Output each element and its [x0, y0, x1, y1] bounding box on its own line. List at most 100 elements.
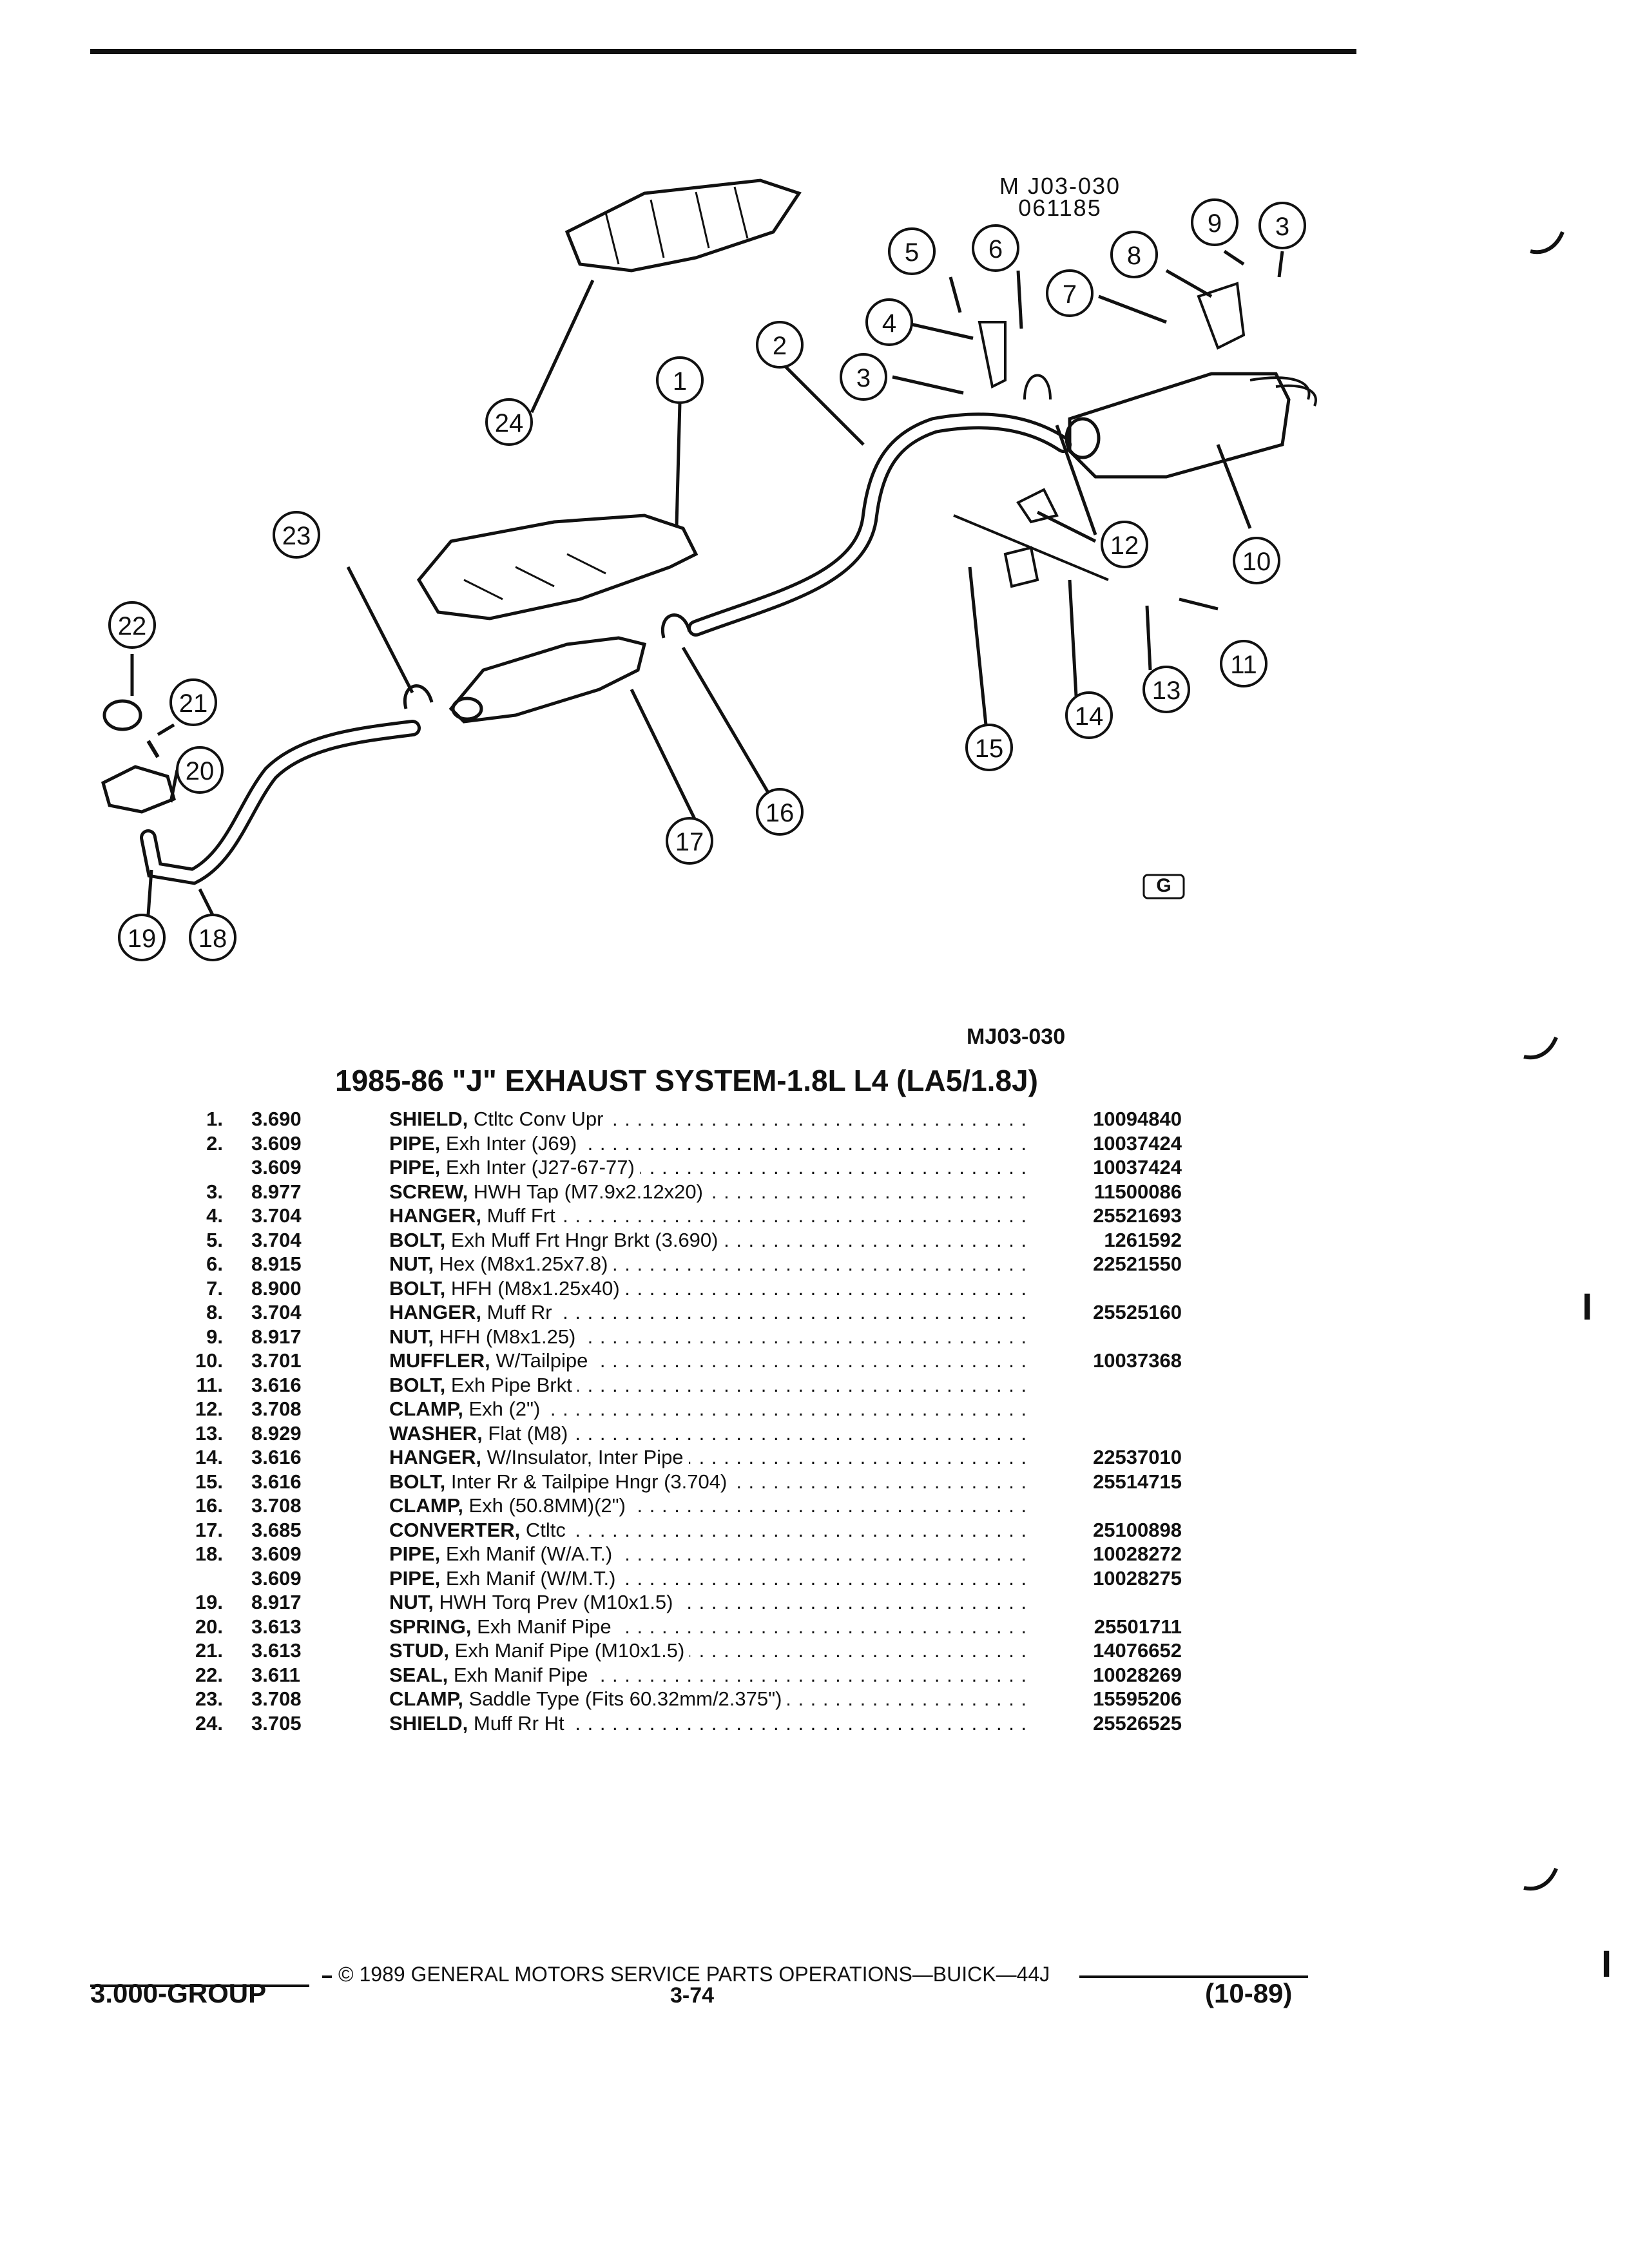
callout-5-label: 5	[905, 238, 919, 267]
part-description: HANGER, W/Insulator, Inter Pipe	[362, 1445, 1032, 1470]
callout-10	[1233, 537, 1280, 584]
callout-6	[972, 224, 1019, 272]
part-description: SPRING, Exh Manif Pipe	[362, 1615, 1032, 1639]
callout-17	[666, 817, 713, 865]
part-number: 10028272	[1093, 1542, 1182, 1565]
callout-24-label: 24	[495, 409, 524, 437]
part-detail: Inter Rr & Tailpipe Hngr (3.704)	[450, 1470, 728, 1493]
margin-mark-2: I	[1601, 1943, 1612, 1985]
muffler	[1068, 372, 1291, 479]
part-callout-number: 5.	[206, 1228, 223, 1251]
part-description: CLAMP, Exh (50.8MM)(2")	[362, 1494, 1032, 1518]
part-detail: Exh Inter (J27-67-77)	[445, 1156, 635, 1178]
part-detail: Exh Muff Frt Hngr Brkt (3.690)	[450, 1228, 718, 1251]
part-detail: Exh Manif (W/M.T.)	[445, 1566, 616, 1590]
part-number	[1032, 1590, 1182, 1615]
callout-7-label: 7	[1063, 280, 1077, 309]
part-name: CONVERTER,	[389, 1518, 521, 1541]
gm-logo-letter: G	[1156, 875, 1171, 896]
part-group-number: 3.616	[251, 1470, 302, 1493]
part-group-number: 3.690	[251, 1108, 302, 1130]
part-description: PIPE, Exh Inter (J27-67-77)	[362, 1155, 1032, 1180]
part-name: MUFFLER,	[389, 1349, 490, 1372]
part-detail: HWH Tap (M7.9x2.12x20)	[473, 1180, 703, 1203]
part-group-number: 3.609	[251, 1566, 302, 1590]
margin-mark-1: I	[1582, 1286, 1593, 1328]
part-name: CLAMP,	[389, 1687, 463, 1710]
part-group-number: 8.900	[251, 1276, 302, 1300]
callout-5	[888, 227, 936, 275]
part-group-number: 3.708	[251, 1687, 302, 1710]
callout-1	[656, 356, 704, 404]
part-description: STUD, Exh Manif Pipe (M10x1.5)	[362, 1639, 1032, 1663]
part-number	[1032, 1494, 1182, 1518]
callout-13-label: 13	[1152, 677, 1181, 705]
part-name: SCREW,	[389, 1180, 468, 1203]
part-group-number: 8.917	[251, 1325, 302, 1348]
part-number: 14076652	[1093, 1639, 1182, 1662]
part-group-number: 8.977	[251, 1180, 302, 1203]
footer-rule-under-group	[90, 1984, 309, 1987]
part-group-number: 3.704	[251, 1228, 302, 1251]
part-description: PIPE, Exh Manif (W/M.T.)	[362, 1566, 1032, 1591]
callout-15-label: 15	[975, 735, 1004, 763]
part-detail: Flat (M8)	[488, 1421, 568, 1445]
page-title: 1985-86 "J" EXHAUST SYSTEM-1.8L L4 (LA5/…	[335, 1064, 1038, 1097]
part-callout-number: 16.	[195, 1494, 223, 1517]
callout-3a	[840, 353, 887, 401]
part-description: SHIELD, Muff Rr Ht	[362, 1711, 1032, 1736]
part-description: SHIELD, Ctltc Conv Upr	[362, 1107, 1032, 1131]
part-callout-number: 3.	[206, 1180, 223, 1203]
part-name: HANGER,	[389, 1301, 481, 1323]
callout-4	[865, 298, 913, 346]
part-callout-number: 4.	[206, 1204, 223, 1227]
callout-19	[118, 914, 166, 961]
callout-8	[1110, 231, 1158, 278]
part-description: BOLT, Exh Pipe Brkt	[362, 1373, 1032, 1398]
part-detail: W/Tailpipe	[496, 1349, 588, 1372]
part-description: CLAMP, Saddle Type (Fits 60.32mm/2.375")	[362, 1687, 1032, 1711]
part-group-number: 3.609	[251, 1131, 302, 1155]
top-rule	[90, 49, 1356, 54]
part-callout-number: 9.	[206, 1325, 223, 1348]
part-detail: HFH (M8x1.25)	[439, 1325, 576, 1348]
footer-rule-right	[1079, 1975, 1308, 1978]
part-callout-number: 15.	[195, 1470, 223, 1493]
gm-logo: G	[1142, 874, 1185, 899]
part-detail: Ctltc Conv Upr	[473, 1108, 604, 1130]
part-number: 22521550	[1093, 1253, 1182, 1275]
part-callout-number: 12.	[195, 1398, 223, 1420]
part-number: 11500086	[1094, 1180, 1182, 1203]
footer-page-number: 3-74	[670, 1983, 715, 2008]
part-name: SHIELD,	[389, 1711, 468, 1735]
part-number: 25525160	[1093, 1301, 1182, 1323]
part-detail: W/Insulator, Inter Pipe	[487, 1446, 684, 1468]
part-group-number: 3.609	[251, 1156, 302, 1178]
part-detail: Ctltc	[525, 1518, 566, 1541]
part-detail: Exh Manif (W/A.T.)	[445, 1542, 613, 1565]
callout-17-label: 17	[675, 828, 704, 856]
part-group-number: 3.685	[251, 1518, 302, 1541]
callout-14	[1065, 691, 1113, 739]
diagram-code-caption: MJ03-030	[967, 1024, 1066, 1049]
part-name: PIPE,	[389, 1156, 441, 1178]
part-name: CLAMP,	[389, 1398, 463, 1420]
binder-mark-1	[1530, 231, 1565, 255]
part-number: 25521693	[1093, 1204, 1182, 1227]
part-group-number: 8.915	[251, 1253, 302, 1275]
part-callout-number	[174, 1566, 223, 1591]
callout-19-label: 19	[128, 925, 157, 953]
